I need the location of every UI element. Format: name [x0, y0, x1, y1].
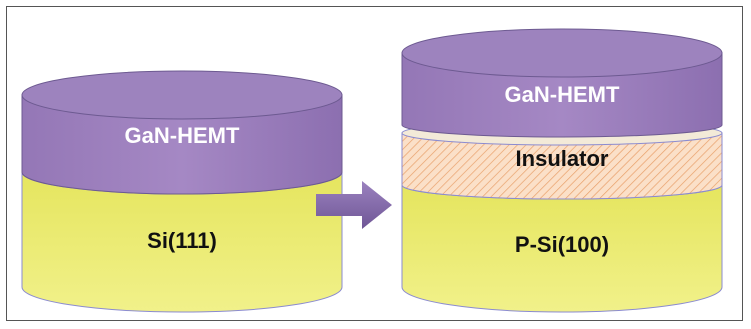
right-wafer-stack: GaN-HEMT Insulator P-Si(100)	[401, 28, 723, 313]
left-gan-body	[21, 94, 343, 195]
left-si-label: Si(111)	[147, 228, 217, 253]
left-si-body	[21, 171, 343, 313]
right-insulator-label: Insulator	[516, 146, 609, 171]
right-si-body	[401, 184, 723, 313]
right-gan-top	[401, 28, 723, 78]
left-wafer-stack: GaN-HEMT Si(111)	[21, 70, 343, 313]
right-insulator-body	[401, 132, 723, 200]
left-gan-top	[21, 70, 343, 120]
right-gan-label: GaN-HEMT	[505, 82, 620, 107]
transition-arrow	[316, 181, 392, 229]
left-gan-label: GaN-HEMT	[125, 123, 240, 148]
right-si-label: P-Si(100)	[515, 232, 609, 257]
